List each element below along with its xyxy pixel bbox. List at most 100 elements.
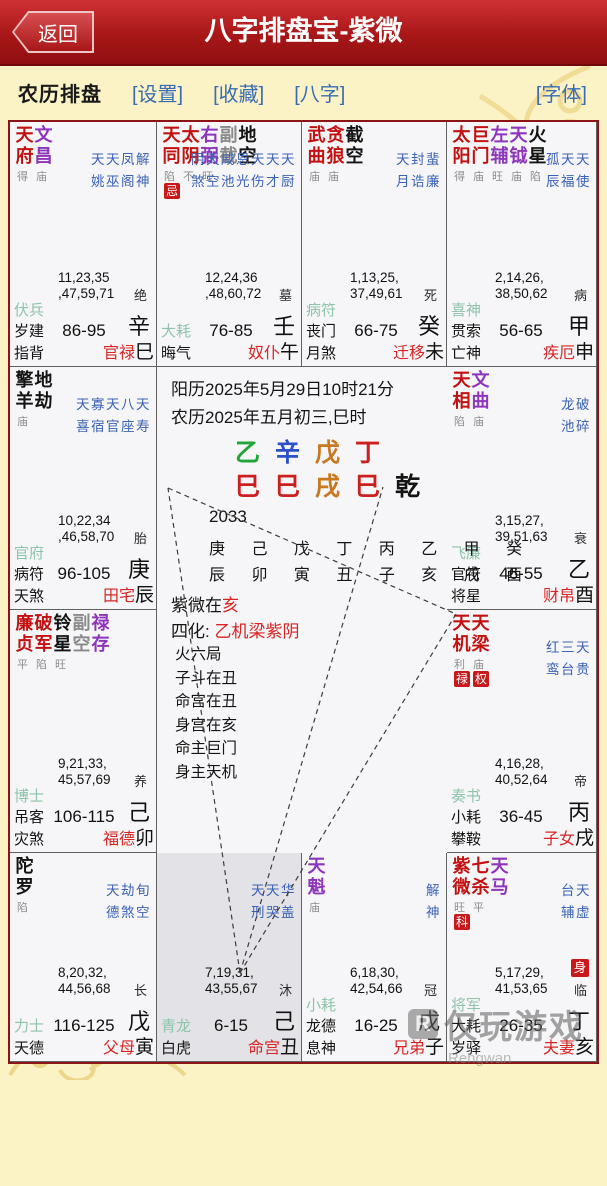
decade-age-range: 86-95: [62, 321, 106, 340]
minor-stars: 天劫旬德煞空: [106, 880, 151, 924]
heavenly-stem: 己: [127, 800, 150, 825]
cycle-star-力士: 力士: [14, 1018, 45, 1035]
year-numbers-row: ,47,59,71: [58, 286, 115, 301]
bazi-char: 乾: [395, 473, 421, 501]
earthly-branch: 酉: [574, 585, 594, 606]
heavenly-stem: 庚: [127, 557, 150, 582]
minor-stars-row: 姚巫阁神: [91, 174, 151, 189]
year-numbers-row: 10,22,34: [58, 513, 111, 528]
favorites-link[interactable]: [收藏]: [213, 83, 265, 106]
year-numbers: 12,24,36,48,60,72: [205, 270, 261, 302]
main-stars: 天魁: [307, 856, 326, 898]
year-numbers-row: 40,52,64: [495, 772, 548, 787]
cycle-star-天煞: 天煞: [14, 587, 45, 605]
cycle-star-大耗: 大耗: [451, 1018, 482, 1035]
cycle-star-吊客: 吊客: [14, 809, 45, 826]
main-stars: 天府文昌: [15, 125, 53, 167]
star-铃星: 铃星: [53, 613, 72, 654]
heavenly-stem: 辛: [127, 314, 150, 339]
decade-age-range: 76-85: [209, 321, 253, 340]
palace-name-row: 福德卯: [103, 823, 154, 850]
star-太阳: 太阳: [452, 125, 471, 166]
palace-name-row: 命宫丑: [248, 1032, 299, 1059]
star-文曲: 文曲: [471, 370, 490, 411]
decade-age-range: 16-25: [354, 1016, 398, 1035]
sihua-badge-科: 科: [454, 914, 470, 930]
year-numbers-row: ,46,58,70: [58, 529, 115, 544]
decade-start-year: 2033: [209, 507, 247, 526]
cycle-star-labels: 病符丧门月煞: [306, 300, 336, 365]
minor-stars-row: 解: [426, 883, 441, 898]
minor-stars-row: 阴天咸恩天天天: [191, 152, 296, 167]
earthly-branch: 巳: [134, 342, 154, 363]
star-brightness: 旺平: [454, 902, 492, 914]
sihua-badge-禄: 禄: [454, 671, 470, 687]
star-截空: 截空: [345, 125, 364, 166]
minor-stars-row: 辰福使: [546, 174, 591, 189]
life-stage: 帝: [573, 774, 587, 789]
minor-stars-row: 刑哭盖: [251, 905, 296, 920]
star-紫微: 紫微: [452, 856, 471, 897]
palace-name: 福德: [102, 831, 135, 848]
earthly-branch: 辰: [134, 585, 154, 606]
bazi-char: 辛: [275, 439, 301, 467]
palace-name: 迁移: [392, 345, 425, 362]
year-numbers-row: 4,16,28,: [495, 756, 544, 771]
palace-name-row: 官禄巳: [103, 337, 154, 364]
earthly-branch: 午: [279, 342, 299, 363]
settings-link[interactable]: [设置]: [132, 83, 184, 106]
palace-name-row: 疾厄申: [543, 337, 594, 364]
back-button[interactable]: 返回: [12, 11, 94, 53]
star-副截: 副截: [219, 125, 238, 166]
minor-stars: 红三天鸾台贵: [546, 637, 591, 681]
life-stage: 衰: [573, 531, 587, 546]
cycle-star-青龙: 青龙: [161, 1018, 192, 1035]
cycle-star-丧门: 丧门: [306, 323, 337, 340]
year-numbers-row: 42,54,66: [350, 981, 403, 996]
year-numbers: 10,22,34,46,58,70: [58, 513, 114, 545]
decade-age-range: 6-15: [213, 1016, 249, 1035]
palace-name-row: 田宅辰: [103, 580, 154, 607]
minor-stars-row: 天劫旬: [106, 883, 151, 898]
year-numbers-row: 38,50,62: [495, 286, 548, 301]
star-地空: 地空: [238, 125, 257, 166]
year-numbers-row: 5,17,29,: [495, 965, 544, 980]
minor-stars: 台天辅虚: [561, 880, 591, 924]
minor-stars-row: 天封蜚: [396, 152, 441, 167]
earthly-branch: 亥: [574, 1037, 594, 1058]
chart-features: 火六局子斗在丑命宫在丑身宫在亥命主巨门身主天机: [175, 643, 237, 784]
minor-stars: 孤天天辰福使: [546, 149, 591, 193]
palace-name-row: 迁移未: [393, 337, 444, 364]
minor-stars-row: 天寡天八天: [76, 397, 151, 412]
life-stage: 冠: [423, 983, 437, 998]
font-link[interactable]: [字体]: [535, 83, 587, 106]
year-numbers-row: 43,55,67: [205, 981, 258, 996]
cycle-star-将星: 将星: [451, 587, 482, 605]
feature-line: 子斗在丑: [175, 669, 238, 687]
year-numbers-row: 7,19,31,: [205, 965, 254, 980]
mode-label: 农历排盘: [18, 83, 102, 106]
decade-age-range: 26-35: [499, 1016, 543, 1035]
cycle-star-奏书: 奏书: [451, 787, 482, 805]
feature-line: 命宫在丑: [175, 693, 238, 710]
palace-name-row: 财帛酉: [543, 580, 594, 607]
main-stars: 天机天梁: [452, 613, 490, 655]
lunar-date: 农历2025年五月初三,巳时: [171, 408, 367, 427]
sihua-line: 四化: 乙机梁紫阴: [171, 617, 299, 642]
bazi-link[interactable]: [八字]: [294, 83, 346, 106]
main-stars: 天同太阴右弼副截地空: [162, 125, 257, 167]
bazi-char: 巳: [275, 473, 301, 501]
year-numbers: 9,21,33,45,57,69: [58, 756, 111, 788]
